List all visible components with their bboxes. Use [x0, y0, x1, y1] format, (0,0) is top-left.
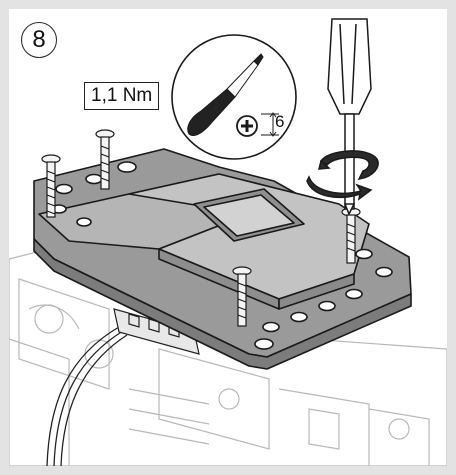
- step-number-badge: 8: [21, 22, 57, 58]
- screwdriver: [327, 18, 372, 216]
- torque-value-label: 1,1 Nm: [84, 82, 160, 110]
- screws: [41, 129, 361, 327]
- screw-3: [232, 266, 252, 327]
- bit-size-label: 6: [275, 112, 285, 131]
- bit-size-dimension: [261, 112, 279, 137]
- screw-1: [41, 154, 61, 218]
- screwdriver-detail-icon: [187, 53, 264, 136]
- cable: [46, 326, 128, 466]
- assembly-drawing: [9, 18, 447, 466]
- illustration-panel: [9, 9, 447, 466]
- bit-detail-callout: [171, 34, 297, 160]
- cover-plate: [33, 148, 412, 370]
- phillips-drive-icon: [236, 115, 258, 137]
- screw-2: [95, 129, 115, 190]
- rotation-arrow-icon: [306, 150, 379, 201]
